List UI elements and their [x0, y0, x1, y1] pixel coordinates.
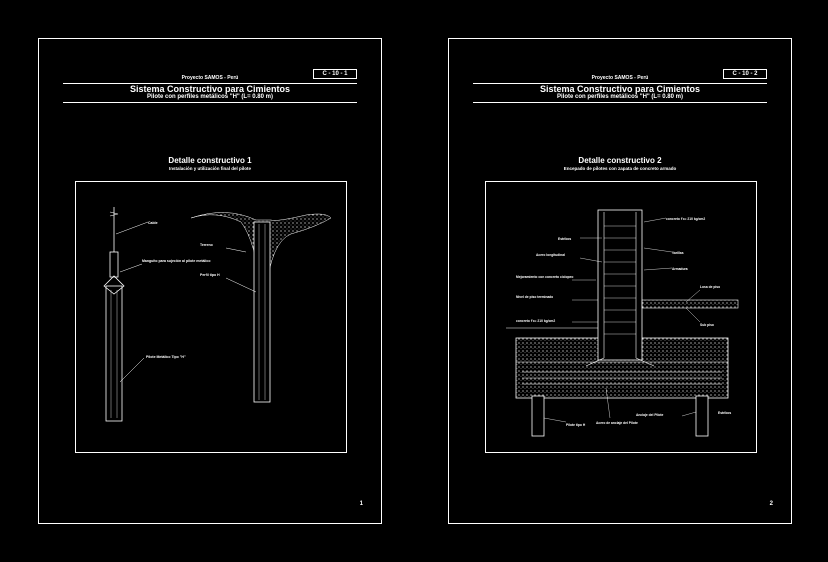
title-rule-bottom — [473, 102, 767, 103]
label-floor: Nivel de piso terminado — [516, 295, 553, 299]
pile-installation-drawing: Cable Manguito para sujeción al pilote m… — [103, 207, 332, 422]
sheet-code: C - 10 - 2 — [723, 69, 767, 79]
drawing-sheet-2: Proyecto SAMOS - Perú C - 10 - 2 Sistema… — [448, 38, 792, 524]
detail-title: Detalle constructivo 2 — [578, 156, 662, 165]
installed-pile — [253, 221, 271, 403]
sheet-subtitle: Pilote con perfiles metálicos "H" (L= 0.… — [557, 94, 683, 100]
project-name: Proyecto SAMOS - Perú — [181, 75, 239, 81]
pile-right — [695, 395, 709, 437]
sheet-title: Sistema Constructivo para Cimientos — [539, 84, 701, 94]
label-sleeve: Manguito para sujeción al pilote metálic… — [142, 259, 210, 263]
label-rebar: Acero longitudinal — [536, 253, 565, 257]
label-column-concrete: concreto f'c= 210 kg/cm2 — [666, 217, 705, 221]
label-stirrups2: Estribos — [718, 411, 731, 415]
floor-slab — [641, 299, 739, 309]
sheet-subtitle: Pilote con perfiles metálicos "H" (L= 0.… — [147, 94, 273, 100]
title-rule-bottom — [63, 102, 357, 103]
sheet-title: Sistema Constructivo para Cimientos — [129, 84, 291, 94]
label-anchor: Acero de anclaje del Pilote — [596, 421, 638, 425]
pile-left — [531, 395, 545, 437]
label-anchor2: Anclaje del Pilote — [636, 413, 663, 417]
detail-frame: Cable Manguito para sujeción al pilote m… — [75, 181, 347, 453]
sleeve-shape — [109, 251, 119, 278]
detail-frame: concreto f'c= 210 kg/cm2 Estribos Acero … — [485, 181, 757, 453]
sheet-code: C - 10 - 1 — [313, 69, 357, 79]
label-hprofile: Perfil tipo H — [200, 273, 220, 277]
label-reinforcement: Armadura — [672, 267, 688, 271]
drawing-sheet-1: Proyecto SAMOS - Perú C - 10 - 1 Sistema… — [38, 38, 382, 524]
label-fill: Mejoramiento con concreto ciclopeo — [516, 275, 573, 279]
page-number: 2 — [769, 501, 773, 507]
column-shape — [597, 209, 643, 361]
label-subfloor: Sub piso — [700, 323, 714, 327]
title-rule-top — [473, 83, 767, 84]
label-bars: Varillas — [672, 251, 684, 255]
title-rule-top — [63, 83, 357, 84]
label-stirrups: Estribos — [558, 237, 571, 241]
label-pile-type: Pilote tipo H — [566, 423, 586, 427]
detail-subtitle: Instalación y utilización final del pilo… — [168, 166, 251, 171]
label-pile: Pilote Metálico Tipo "H" — [146, 355, 186, 359]
detail-title: Detalle constructivo 1 — [168, 156, 252, 165]
pile-cap-drawing: concreto f'c= 210 kg/cm2 Estribos Acero … — [506, 209, 739, 437]
label-footing-concrete: concreto f'c= 210 kg/cm2 — [516, 319, 555, 323]
detail-subtitle: Encepado de pilotes con zapata de concre… — [563, 166, 677, 171]
label-soil: Terreno — [200, 243, 213, 247]
project-name: Proyecto SAMOS - Perú — [591, 75, 649, 81]
clamp-shape — [103, 275, 125, 295]
label-cable: Cable — [148, 221, 158, 225]
page-number: 1 — [359, 501, 363, 507]
label-slab: Losa de piso — [700, 285, 720, 289]
pile-shape — [105, 285, 123, 422]
